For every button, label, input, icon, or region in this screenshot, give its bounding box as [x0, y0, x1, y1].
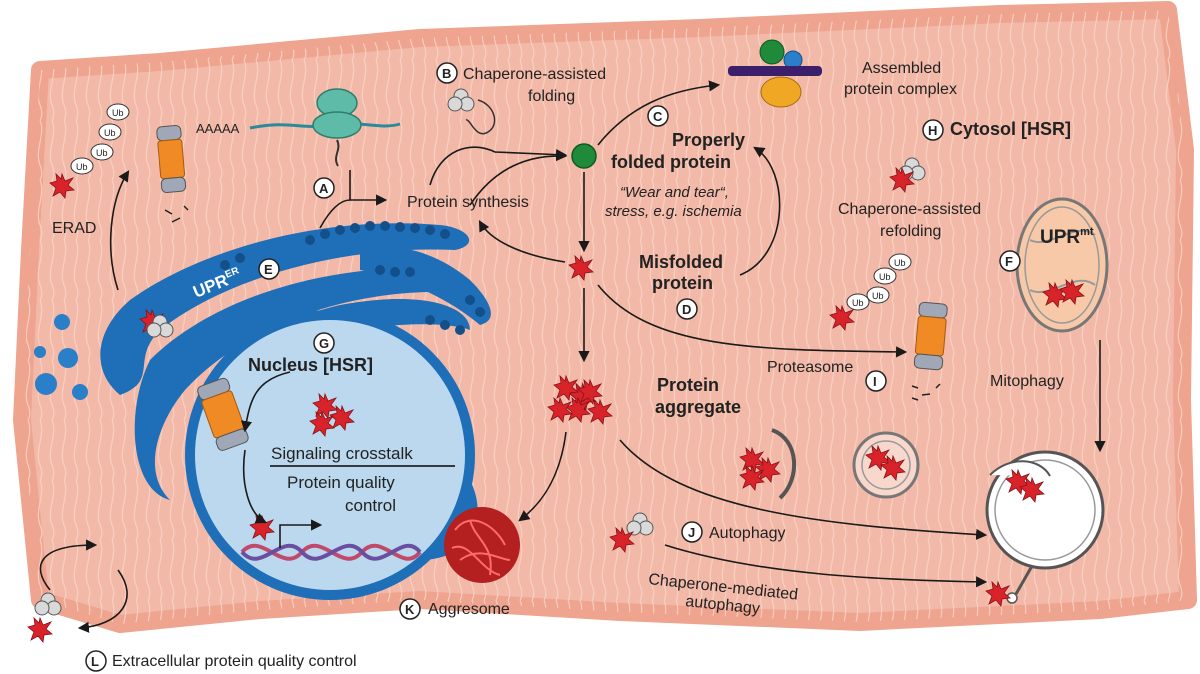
aggresome-label: Aggresome [428, 601, 510, 618]
ub-label: Ub [872, 291, 884, 301]
ub-label: Ub [852, 298, 864, 308]
nucleus-label: Nucleus [HSR] [248, 355, 373, 375]
badge-k: K [399, 598, 421, 620]
chaperone-folding-label: Chaperone-assisted [463, 66, 606, 83]
svg-text:J: J [688, 525, 695, 540]
svg-text:G: G [319, 336, 329, 351]
properly-label: Properly [672, 130, 745, 150]
pqc-control-label: control [345, 496, 396, 515]
lysosome-icon [985, 450, 1105, 604]
aggresome-icon [444, 507, 520, 583]
svg-text:E: E [264, 262, 273, 277]
svg-text:H: H [928, 123, 937, 138]
proteasome-icon [156, 125, 187, 194]
cytosol-label: Cytosol [HSR] [950, 119, 1071, 139]
badge-e: E [258, 258, 280, 280]
proteasome-icon [913, 301, 948, 371]
misfolded-label: Misfolded [639, 252, 723, 272]
svg-text:A: A [319, 181, 329, 196]
ribosome-icon [312, 88, 362, 139]
proteasome-icon [197, 377, 249, 451]
svg-text:L: L [91, 654, 99, 669]
svg-text:D: D [682, 302, 691, 317]
erad-label: ERAD [52, 220, 96, 237]
badge-g: G [313, 332, 335, 354]
badge-f: F [999, 250, 1021, 272]
protein-complex-icon [728, 39, 822, 108]
pqc-label: Protein quality [287, 473, 395, 492]
stress-label: stress, e.g. ischemia [605, 203, 742, 220]
badge-l: L [85, 650, 107, 672]
dna-icon [240, 543, 422, 561]
protein-synthesis-label: Protein synthesis [407, 194, 529, 211]
badge-h: H [922, 119, 944, 141]
badge-c: C [647, 105, 669, 127]
mitophagy-label: Mitophagy [990, 373, 1064, 390]
refolding-label: refolding [880, 223, 941, 240]
phagophore-icon [771, 428, 796, 500]
aggregate-label-2: aggregate [655, 397, 741, 417]
ubiquitin-chain-icon [70, 103, 130, 175]
ub-label: Ub [112, 108, 124, 118]
upr-mt-label: UPRmt [1040, 226, 1094, 248]
svg-text:C: C [653, 109, 663, 124]
folding-label: folding [528, 88, 575, 105]
ub-label: Ub [104, 128, 116, 138]
badge-b: B [436, 62, 458, 84]
chaperone-refolding-label: Chaperone-assisted [838, 201, 981, 218]
ub-label: Ub [76, 162, 88, 172]
protein-label: protein [652, 273, 713, 293]
pathway-arrows [39, 80, 1106, 633]
badge-j: J [681, 521, 703, 543]
mitochondrion-icon [1015, 197, 1109, 333]
ub-label: Ub [894, 258, 906, 268]
badge-a: A [313, 177, 335, 199]
folded-protein-label: folded protein [611, 152, 731, 172]
autophagy-label: Autophagy [709, 525, 786, 542]
signaling-crosstalk-label: Signaling crosstalk [271, 444, 413, 463]
svg-text:K: K [405, 602, 415, 617]
proteasome-label: Proteasome [767, 359, 853, 376]
ub-label: Ub [879, 272, 891, 282]
assembled-label: Assembled [862, 60, 941, 77]
badge-i: I [865, 370, 887, 392]
extracellular-pqc-label: Extracellular protein quality control [112, 653, 357, 670]
svg-text:F: F [1005, 254, 1013, 269]
wear-tear-label: “Wear and tear“, [620, 184, 729, 201]
protein-complex-label: protein complex [844, 81, 957, 98]
ubiquitin-chain-icon [846, 253, 912, 311]
ub-label: Ub [96, 148, 108, 158]
badge-d: D [676, 298, 698, 320]
svg-text:I: I [873, 374, 877, 389]
folded-protein-icon [571, 143, 597, 169]
svg-text:B: B [442, 66, 451, 81]
aggregate-label-1: Protein [657, 375, 719, 395]
polya-label: AAAAA [196, 121, 240, 136]
